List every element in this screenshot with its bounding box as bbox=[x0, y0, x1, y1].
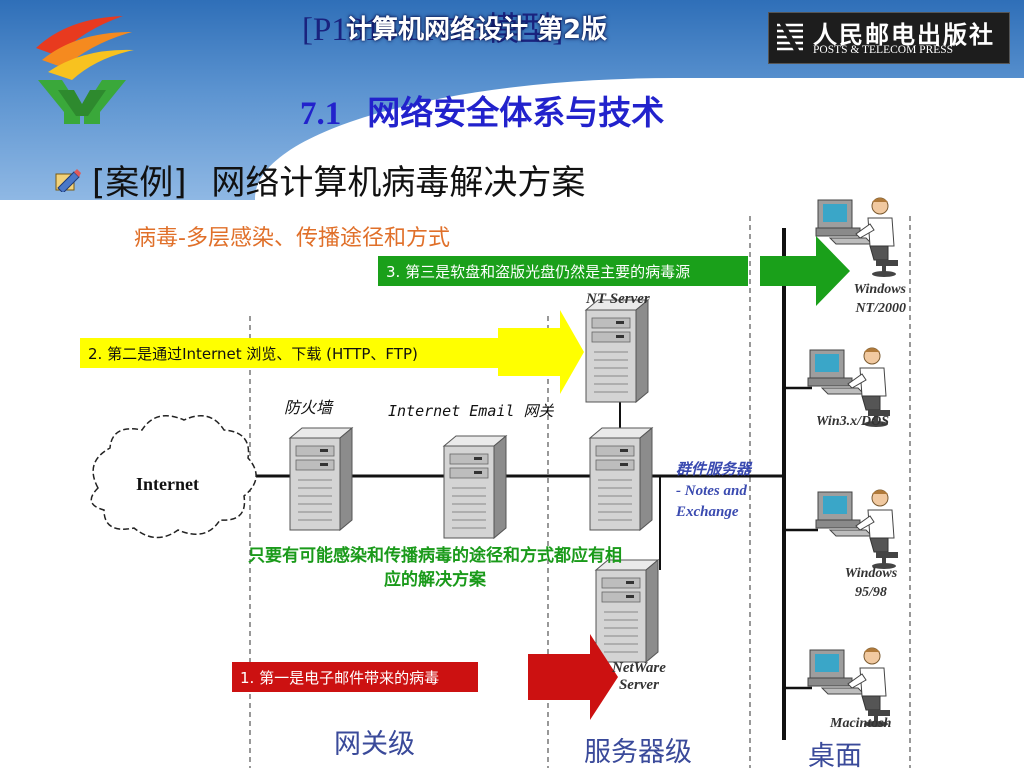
publisher-name-cn: 人民邮电出版社 bbox=[813, 20, 995, 49]
arrow-2-label: 2. 第二是通过Internet 浏览、下载 (HTTP、FTP) bbox=[88, 345, 418, 363]
book-title: [P1816 LATE模型] 计算机网络设计 第2版 bbox=[302, 8, 607, 52]
arrow-2-yellow bbox=[80, 310, 584, 394]
internet-cloud-icon bbox=[90, 415, 257, 539]
book-title-behind: [P1816 LATE模型] bbox=[302, 12, 564, 48]
case-title: [案例] 网络计算机病毒解决方案 bbox=[92, 155, 585, 204]
case-title-text: 网络计算机病毒解决方案 bbox=[211, 163, 586, 203]
desktop-win9x-label: Windows 95/98 bbox=[836, 564, 906, 602]
desktop-nt2000-line2: NT/2000 bbox=[855, 301, 906, 316]
section-title-text: 网络安全体系与技术 bbox=[367, 93, 665, 132]
groupware-server-icon bbox=[589, 427, 653, 531]
netware-label-line2: Server bbox=[618, 677, 659, 693]
case-prefix: [案例] bbox=[92, 163, 187, 203]
section-number: 7.1 bbox=[300, 96, 342, 132]
arrow-1-red bbox=[232, 634, 618, 720]
publisher-mark-icon bbox=[775, 19, 805, 57]
desktop-mac-label: Macintosh bbox=[830, 716, 892, 731]
pencil-bullet-icon bbox=[55, 169, 81, 192]
arrow-1-label: 1. 第一是电子邮件带来的病毒 bbox=[240, 669, 440, 687]
publisher-name-en: POSTS & TELECOM PRESS bbox=[813, 44, 954, 56]
firewall-server-icon bbox=[289, 427, 353, 531]
section-title: 7.1 网络安全体系与技术 bbox=[300, 86, 664, 134]
netware-label: NetWare Server bbox=[612, 660, 666, 694]
coverage-note: 只要有可能感染和传播病毒的途径和方式都应有相 应的解决方案 bbox=[210, 544, 660, 592]
desktop-nt2000-label: Windows NT/2000 bbox=[836, 280, 906, 318]
netware-label-line1: NetWare bbox=[612, 660, 666, 676]
book-title-front: 计算机网络设计 第2版 bbox=[346, 15, 608, 45]
groupware-label-line3: Exchange bbox=[676, 504, 739, 520]
desktop-nt2000-line1: Windows bbox=[853, 282, 906, 297]
desktop-win9x-line2: 95/98 bbox=[855, 585, 887, 600]
zone-label-gateway: 网关级 bbox=[334, 729, 415, 760]
coverage-note-line1: 只要有可能感染和传播病毒的途径和方式都应有相 bbox=[248, 546, 622, 566]
groupware-label-line1: 群件服务器 bbox=[676, 462, 752, 478]
firewall-label: 防火墙 bbox=[284, 398, 333, 417]
publisher-badge: 人民邮电出版社 POSTS & TELECOM PRESS bbox=[768, 12, 1010, 64]
zone-label-server: 服务器级 bbox=[584, 737, 692, 768]
diagram-subtitle: 病毒-多层感染、传播途径和方式 bbox=[134, 226, 450, 251]
zone-label-desktop: 桌面 bbox=[808, 741, 862, 772]
groupware-label: 群件服务器 - Notes and Exchange bbox=[676, 460, 751, 523]
desktop-win9x-icon bbox=[815, 489, 899, 570]
nt-server-label: NT Server bbox=[586, 291, 650, 307]
publisher-logo-icon bbox=[36, 16, 134, 124]
arrow-3-green bbox=[378, 236, 850, 306]
desktop-win9x-line1: Windows bbox=[844, 566, 898, 581]
coverage-note-line2: 应的解决方案 bbox=[384, 570, 486, 590]
desktop-win3x-label: Win3.x/DOS bbox=[816, 414, 890, 429]
internet-label: Internet bbox=[136, 474, 199, 494]
nt-server-icon bbox=[585, 299, 649, 403]
groupware-label-line2: - Notes and bbox=[676, 483, 747, 499]
email-gateway-server-icon bbox=[443, 435, 507, 539]
email-gateway-label: Internet Email 网关 bbox=[388, 402, 554, 420]
header-white-arc bbox=[255, 78, 1024, 278]
arrow-3-label: 3. 第三是软盘和盗版光盘仍然是主要的病毒源 bbox=[386, 263, 691, 281]
